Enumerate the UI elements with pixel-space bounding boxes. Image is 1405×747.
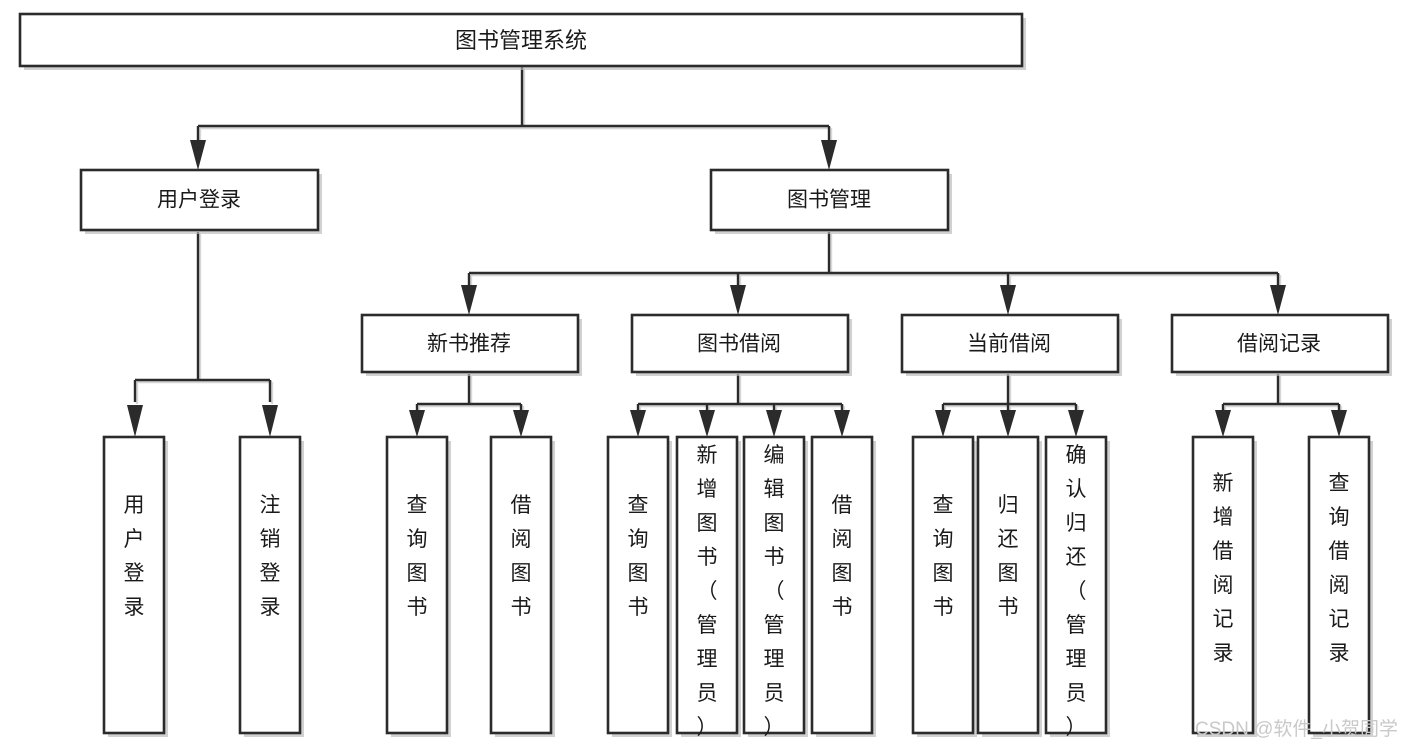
connector-newbook-to-leaves — [409, 374, 529, 437]
leaf-user-login[interactable]: 用户登录 — [102, 435, 168, 737]
leaf-edit-book[interactable]: 编辑图书（管理员） — [742, 435, 808, 739]
leaf-borrow-book-2[interactable]: 借阅图书 — [810, 435, 876, 737]
leaf-query-record-label: 查询借阅记录 — [1329, 472, 1350, 665]
node-borrow-record[interactable]: 借阅记录 — [1170, 313, 1392, 376]
leaf-borrow-book-2-label: 借阅图书 — [832, 494, 853, 619]
leaf-query-book-2-label: 查询图书 — [628, 494, 649, 619]
node-book-manage[interactable]: 图书管理 — [709, 168, 952, 234]
leaf-return-book[interactable]: 归还图书 — [976, 435, 1042, 737]
watermark-label: CSDN @软件_小贺同学 — [1195, 718, 1398, 740]
leaf-query-book-3-label: 查询图书 — [933, 494, 954, 619]
connector-bookmanage-to-level3 — [461, 232, 1286, 315]
node-borrow-record-label: 借阅记录 — [1237, 333, 1321, 356]
leaf-user-login-label: 用户登录 — [124, 494, 145, 619]
leaf-add-record[interactable]: 新增借阅记录 — [1191, 435, 1257, 737]
node-current-borrow[interactable]: 当前借阅 — [900, 313, 1122, 376]
node-user-login[interactable]: 用户登录 — [79, 168, 322, 234]
leaf-confirm-return[interactable]: 确认归还（管理员） — [1044, 435, 1110, 739]
leaf-query-book-1[interactable]: 查询图书 — [385, 435, 451, 737]
node-new-book-recommend[interactable]: 新书推荐 — [360, 313, 582, 376]
leaf-add-book[interactable]: 新增图书（管理员） — [675, 435, 741, 739]
leaf-query-book-2[interactable]: 查询图书 — [606, 435, 672, 737]
leaf-query-book-3[interactable]: 查询图书 — [911, 435, 977, 737]
leaf-query-book-1-label: 查询图书 — [407, 494, 428, 619]
leaf-logout[interactable]: 注销登录 — [238, 435, 304, 737]
leaf-edit-book-label: 编辑图书（管理员） — [764, 444, 785, 739]
node-new-book-recommend-label: 新书推荐 — [427, 333, 511, 356]
leaf-logout-label: 注销登录 — [260, 494, 281, 619]
leaf-borrow-book-1-label: 借阅图书 — [511, 494, 532, 619]
connector-layer — [127, 67, 1347, 437]
node-book-borrow-label: 图书借阅 — [697, 333, 781, 356]
connector-userlogin-to-leaves — [127, 232, 278, 437]
node-current-borrow-label: 当前借阅 — [967, 333, 1051, 356]
leaf-confirm-return-label: 确认归还（管理员） — [1066, 444, 1087, 739]
node-user-login-label: 用户登录 — [157, 189, 241, 212]
connector-currentborrow-to-leaves — [935, 374, 1084, 437]
connector-borrowrecord-to-leaves — [1215, 374, 1347, 437]
node-root[interactable]: 图书管理系统 — [18, 12, 1026, 70]
connector-root-to-level2 — [190, 67, 837, 170]
leaf-return-book-label: 归还图书 — [998, 494, 1019, 619]
node-book-manage-label: 图书管理 — [787, 189, 871, 212]
leaf-query-record[interactable]: 查询借阅记录 — [1307, 435, 1373, 737]
connector-bookborrow-to-leaves — [630, 374, 850, 437]
leaf-add-book-label: 新增图书（管理员） — [697, 444, 718, 739]
leaf-borrow-book-1[interactable]: 借阅图书 — [489, 435, 555, 737]
leaf-add-record-label: 新增借阅记录 — [1213, 472, 1234, 665]
node-root-label: 图书管理系统 — [455, 28, 587, 53]
node-book-borrow[interactable]: 图书借阅 — [630, 313, 852, 376]
